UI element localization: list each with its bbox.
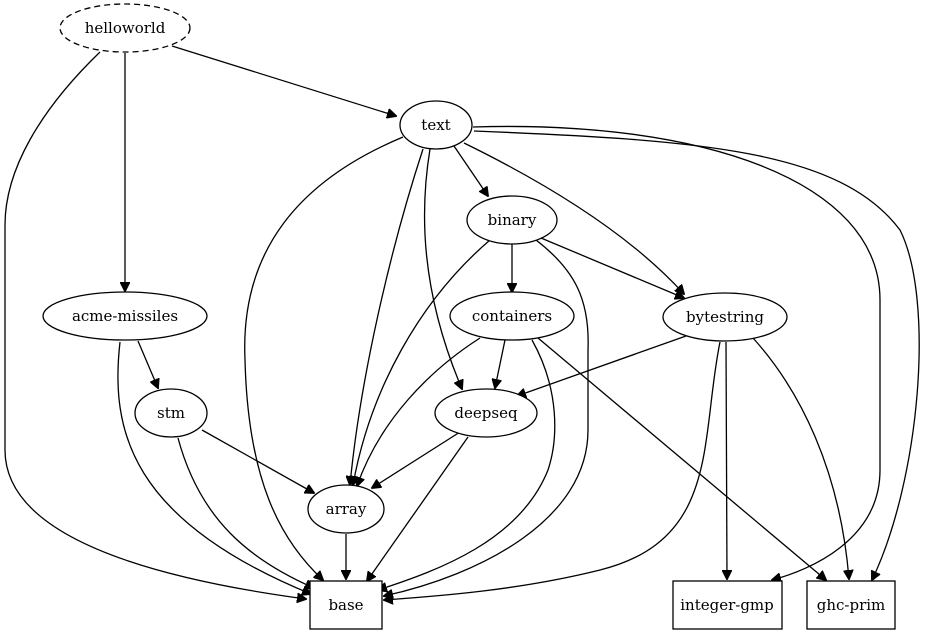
node-base[interactable]: base <box>309 580 383 630</box>
node-acme-missiles-label: acme-missiles <box>72 307 178 325</box>
node-binary-label: binary <box>488 211 537 229</box>
edge-text-bytestring <box>463 142 684 294</box>
edge-text-base <box>244 136 404 580</box>
edge-acme-missiles-base <box>117 341 311 594</box>
edge-binary-bytestring <box>540 237 684 298</box>
edge-bytestring-base <box>384 341 721 600</box>
edge-text-array <box>350 148 424 485</box>
node-array[interactable]: array <box>307 484 385 534</box>
node-stm[interactable]: stm <box>134 388 208 438</box>
edge-binary-base <box>384 239 589 596</box>
edge-text-integer-gmp <box>472 125 881 580</box>
edge-bytestring-deepseq <box>517 335 687 396</box>
edge-text-binary <box>453 145 488 196</box>
node-base-label: base <box>328 596 363 614</box>
edge-stm-array <box>201 429 314 493</box>
edges <box>4 45 920 600</box>
node-containers[interactable]: containers <box>449 291 575 341</box>
node-deepseq[interactable]: deepseq <box>434 388 538 438</box>
edge-helloworld-base <box>4 51 306 599</box>
edge-stm-base <box>177 437 314 588</box>
edge-bytestring-ghc-prim <box>752 337 849 579</box>
node-helloworld-label: helloworld <box>85 19 166 37</box>
edge-containers-array <box>357 337 481 486</box>
edge-deepseq-array <box>372 431 461 488</box>
node-ghc-prim[interactable]: ghc-prim <box>806 580 896 630</box>
edge-text-deepseq <box>423 148 462 389</box>
node-deepseq-label: deepseq <box>454 404 518 422</box>
node-integer-gmp-label: integer-gmp <box>680 596 774 614</box>
node-ghc-prim-label: ghc-prim <box>817 596 886 614</box>
node-helloworld[interactable]: helloworld <box>59 3 191 53</box>
node-acme-missiles[interactable]: acme-missiles <box>42 291 208 341</box>
node-text-label: text <box>421 116 450 134</box>
node-bytestring[interactable]: bytestring <box>662 292 788 342</box>
node-integer-gmp[interactable]: integer-gmp <box>672 580 783 630</box>
edge-containers-ghc-prim <box>537 337 826 580</box>
edge-containers-deepseq <box>495 339 506 388</box>
node-bytestring-label: bytestring <box>686 308 764 326</box>
edge-containers-base <box>378 339 556 590</box>
node-stm-label: stm <box>157 404 185 422</box>
edge-deepseq-base <box>367 436 469 581</box>
node-array-label: array <box>326 500 367 518</box>
node-text[interactable]: text <box>399 100 473 150</box>
edge-binary-array <box>353 239 491 485</box>
edge-text-ghc-prim <box>473 130 920 580</box>
edge-bytestring-integer-gmp <box>726 341 727 579</box>
edge-helloworld-text <box>171 45 396 116</box>
node-binary[interactable]: binary <box>466 195 558 245</box>
edge-acme-missiles-stm <box>137 340 158 388</box>
node-containers-label: containers <box>472 307 552 325</box>
nodes: helloworld text binary acme-missiles con… <box>42 3 896 630</box>
